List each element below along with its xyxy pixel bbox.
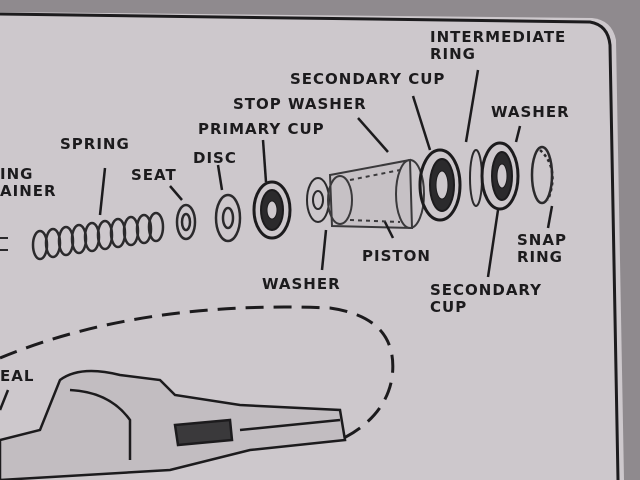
primary-cup-part — [252, 180, 292, 240]
seal-detail-outline — [0, 305, 395, 442]
label-secondary-cup-bottom: SECONDARY CUP — [430, 281, 543, 316]
label-spring: SPRING — [60, 135, 130, 153]
piston-part — [327, 158, 425, 230]
label-seal: EAL — [0, 367, 35, 385]
ring-retainer-part — [0, 237, 8, 251]
page-border — [0, 12, 620, 480]
label-secondary-cup-top: SECONDARY CUP — [290, 70, 446, 88]
label-intermediate-ring: INTERMEDIATE RING — [430, 28, 567, 63]
secondary-cup-part-2 — [480, 141, 520, 211]
label-snap-ring: SNAP RING — [517, 231, 567, 266]
snap-ring-part — [530, 145, 554, 205]
label-washer-bottom: WASHER — [262, 275, 341, 293]
leader-lines — [0, 69, 554, 411]
label-seat: SEAT — [131, 166, 177, 184]
label-ring-retainer: ING AINER — [0, 165, 57, 200]
seal-housing-part — [0, 369, 347, 480]
label-piston: PISTON — [362, 247, 431, 265]
spring-part — [31, 211, 165, 261]
seat-part — [175, 203, 197, 241]
secondary-cup-part-1 — [418, 148, 462, 222]
disc-part — [214, 193, 242, 243]
label-stop-washer: STOP WASHER — [233, 95, 367, 113]
label-disc: DISC — [193, 149, 237, 167]
label-primary-cup: PRIMARY CUP — [198, 120, 325, 138]
label-washer-top: WASHER — [491, 103, 570, 121]
